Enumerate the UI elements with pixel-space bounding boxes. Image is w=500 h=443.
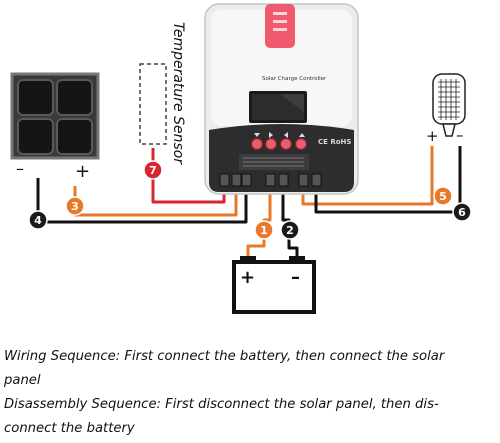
step-marker-1: 1 [254, 220, 274, 240]
wire-panel-negative [36, 178, 248, 224]
wire-load-negative [314, 146, 462, 214]
wiring-diagram: – + Temperature Sensor Solar Charge Cont… [10, 3, 472, 314]
controller-upper-panel [211, 10, 352, 126]
wiring-sequence-line-1: Wiring Sequence: First connect the batte… [4, 349, 445, 364]
arrow-up-icon [299, 133, 305, 137]
terminal [311, 173, 322, 187]
solar-charge-controller: Solar Charge Controller CE RoHS [204, 3, 359, 195]
controller-button[interactable] [264, 137, 278, 151]
solar-panel-plus-label: + [75, 161, 90, 182]
wiring-sequence-line-2: panel [4, 373, 41, 388]
step-number: 4 [34, 214, 42, 227]
lamp-neck [442, 123, 456, 137]
temperature-sensor: Temperature Sensor [139, 22, 186, 165]
terminal [241, 173, 252, 187]
arrow-right-icon [269, 132, 273, 138]
solar-panel: – + [10, 72, 100, 182]
step-marker-6: 6 [452, 202, 472, 222]
controller-label: Solar Charge Controller [262, 76, 327, 82]
solar-cell [17, 79, 54, 116]
controller-top-tab [265, 4, 295, 48]
battery-body [232, 260, 316, 314]
terminal-block [219, 173, 322, 187]
lamp-housing [432, 73, 466, 125]
step-number: 7 [149, 164, 157, 177]
temperature-sensor-label: Temperature Sensor [170, 22, 186, 165]
controller-button[interactable] [250, 137, 264, 151]
temperature-sensor-probe [139, 63, 167, 145]
controller-button[interactable] [279, 137, 293, 151]
wire-load-positive [301, 146, 434, 206]
step-markers: 1 2 3 4 5 6 7 [28, 160, 472, 240]
battery: + – [232, 256, 316, 314]
solar-cell [56, 118, 93, 155]
certification-mark: CE RoHS [318, 138, 351, 146]
terminal [231, 173, 242, 187]
step-marker-7: 7 [143, 160, 163, 180]
step-marker-5: 5 [433, 186, 453, 206]
terminal [219, 173, 230, 187]
step-marker-4: 4 [28, 210, 48, 230]
lamp-plus-label: + [426, 127, 439, 145]
battery-minus-label: – [291, 267, 300, 288]
step-number: 3 [71, 200, 79, 213]
controller-button[interactable] [294, 137, 308, 151]
lcd-screen-reflection [280, 94, 304, 112]
step-number: 6 [458, 206, 466, 219]
battery-plus-label: + [240, 267, 255, 288]
controller-top-tab-slot [273, 28, 287, 31]
disassembly-sequence-line-2: connect the battery [4, 421, 135, 436]
solar-panel-minus-label: – [16, 159, 24, 178]
step-number: 5 [439, 190, 447, 203]
terminal [265, 173, 276, 187]
step-marker-2: 2 [280, 220, 300, 240]
controller-top-tab-slot [273, 20, 287, 23]
terminal [278, 173, 289, 187]
controller-top-tab-slot [273, 12, 287, 15]
load-lamp: + – [426, 73, 466, 145]
lamp-grid [438, 79, 460, 120]
terminal [298, 173, 309, 187]
solar-cell [56, 79, 93, 116]
arrow-down-icon [254, 133, 260, 137]
step-marker-3: 3 [65, 196, 85, 216]
step-number: 1 [260, 224, 268, 237]
lamp-minus-label: – [456, 126, 464, 144]
disassembly-sequence-line-1: Disassembly Sequence: First disconnect t… [4, 397, 439, 412]
arrow-left-icon [284, 132, 288, 138]
step-number: 2 [286, 224, 294, 237]
solar-cell [17, 118, 54, 155]
